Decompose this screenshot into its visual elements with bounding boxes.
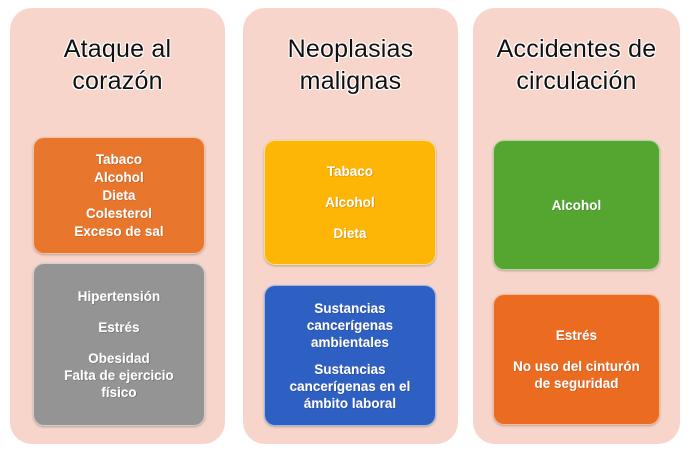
card-lines: Tabaco Alcohol Dieta: [265, 163, 435, 242]
card-accidentes-alcohol: Alcohol: [493, 140, 660, 270]
card-lines: Estrés No uso del cinturón de seguridad: [494, 327, 659, 392]
card-line: Tabaco: [326, 164, 374, 179]
card-line: Alcohol: [551, 197, 602, 213]
card-accidentes-conducta: Estrés No uso del cinturón de seguridad: [493, 294, 660, 425]
panel-title-neoplasias-malignas: Neoplasias malignas: [287, 35, 414, 95]
card-neoplasias-estilo-vida: Tabaco Alcohol Dieta: [264, 140, 436, 265]
card-corazon-riesgos-clinicos: Hipertensión Estrés Obesidad Falta de ej…: [33, 263, 205, 426]
card-line: Obesidad Falta de ejercicio físico: [64, 351, 174, 400]
card-corazon-riesgos-conductuales: Tabaco Alcohol Dieta Colesterol Exceso d…: [33, 137, 205, 254]
card-line: Alcohol: [325, 195, 375, 210]
card-line: Sustancias cancerígenas en el ámbito lab…: [289, 361, 411, 411]
card-line: Sustancias cancerígenas ambientales: [306, 300, 394, 350]
card-line: Estrés: [555, 328, 598, 343]
card-lines: Sustancias cancerígenas ambientales Sust…: [265, 300, 435, 412]
card-lines: Alcohol: [494, 197, 659, 214]
card-line: Tabaco: [95, 152, 143, 167]
card-line: Estrés: [98, 320, 140, 335]
card-neoplasias-sustancias: Sustancias cancerígenas ambientales Sust…: [264, 285, 436, 426]
card-line: Dieta: [333, 226, 367, 241]
card-lines: Tabaco Alcohol Dieta Colesterol Exceso d…: [34, 151, 204, 240]
card-line: Alcohol: [94, 170, 144, 185]
panel-title-accidentes-de-circulacion: Accidentes de circulación: [496, 35, 657, 95]
card-line: Exceso de sal: [74, 224, 164, 239]
card-line: No uso del cinturón de seguridad: [513, 359, 640, 391]
panel-title-ataque-al-corazon: Ataque al corazón: [63, 35, 172, 95]
card-lines: Hipertensión Estrés Obesidad Falta de ej…: [34, 288, 204, 401]
card-line: Colesterol: [85, 206, 153, 221]
card-line: Hipertensión: [77, 289, 161, 304]
card-line: Dieta: [102, 188, 136, 203]
